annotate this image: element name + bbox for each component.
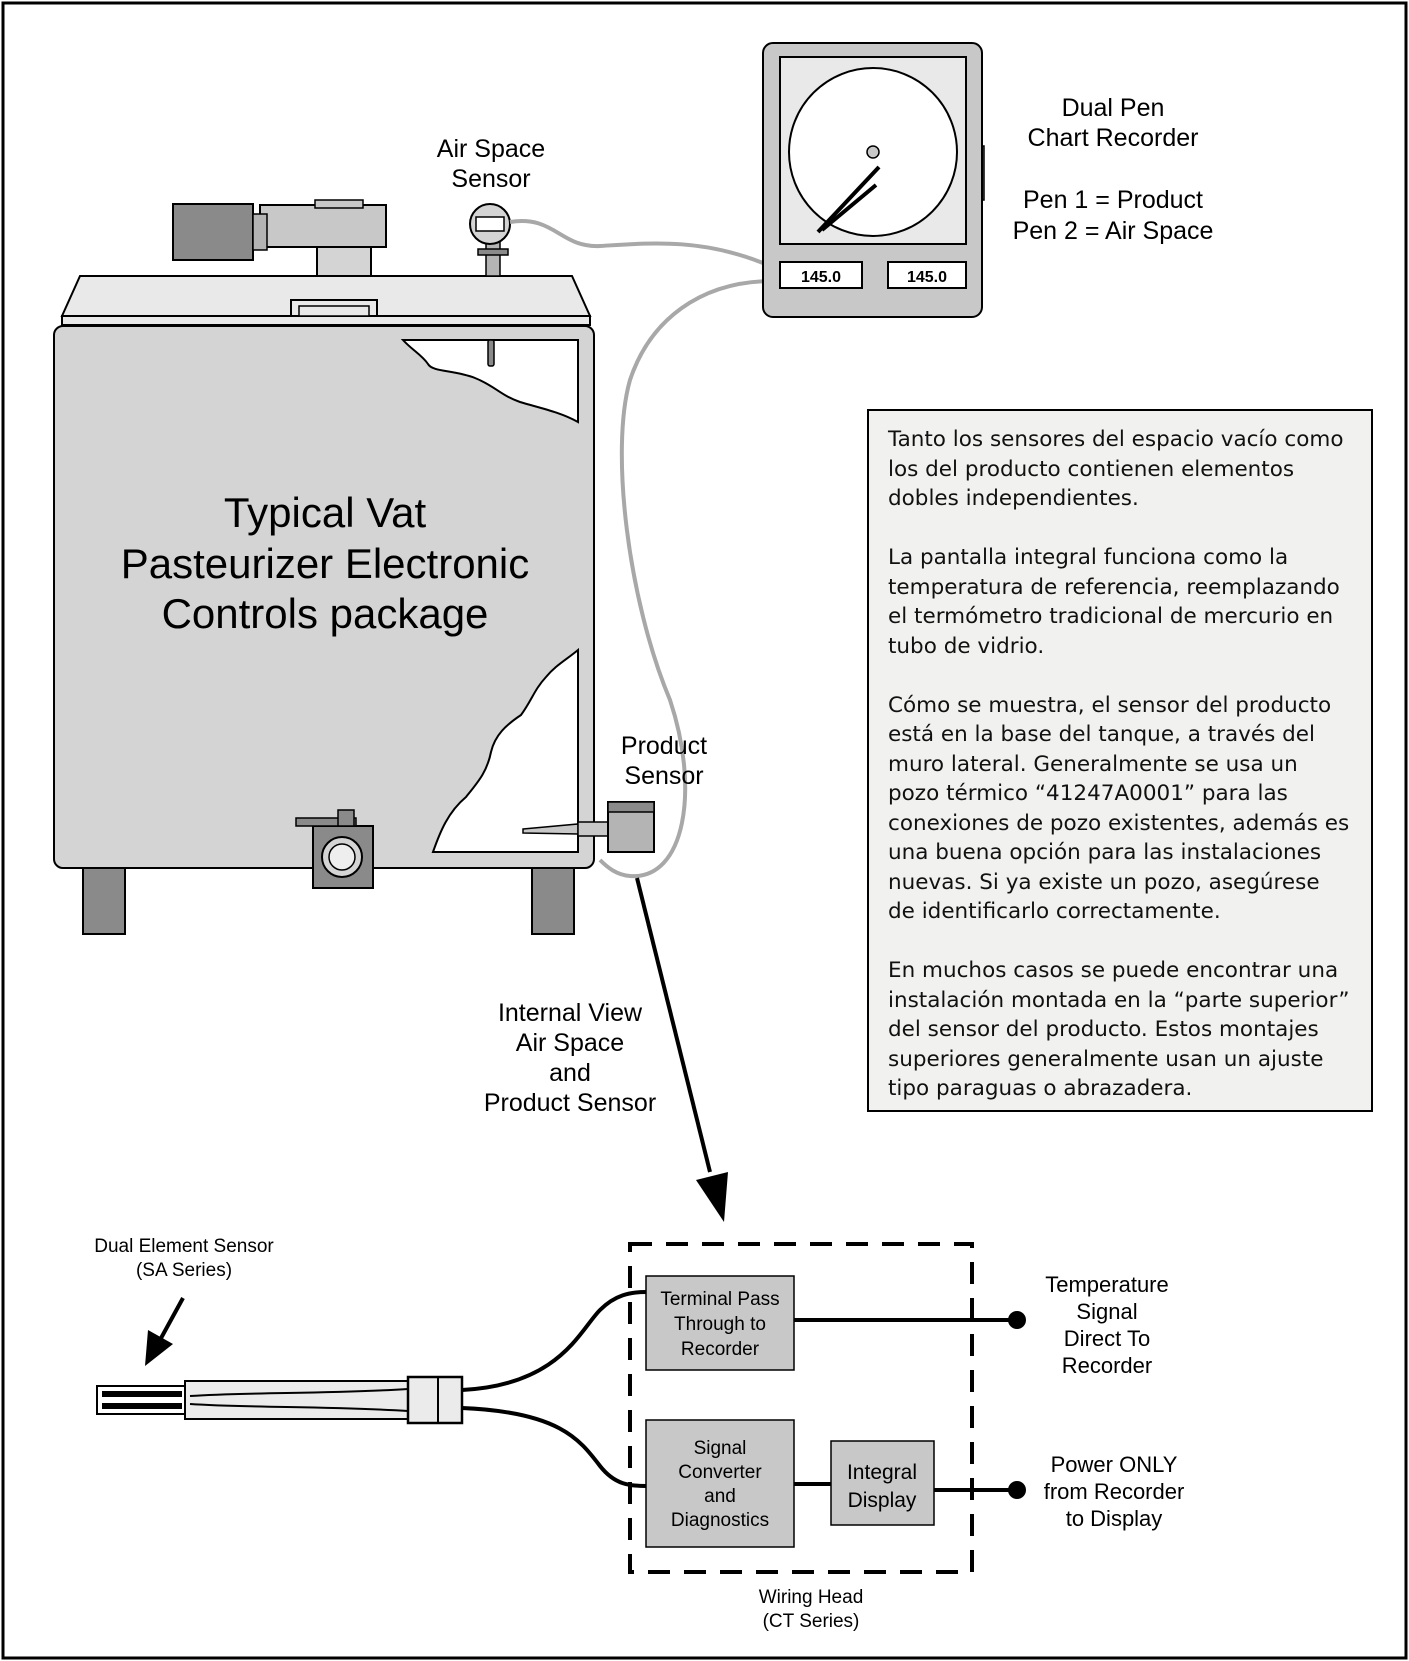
product-sensor-label-1: Product [621, 732, 707, 760]
recorder-title-1: Dual Pen [1062, 94, 1165, 122]
pen2-label: Pen 2 = Air Space [1013, 217, 1214, 245]
air-space-probe-tip [487, 339, 495, 367]
cutaway-bottom [431, 647, 579, 853]
power-terminal [1008, 1481, 1026, 1499]
wire-to-converter [461, 1406, 647, 1488]
display-label-1: Integral [847, 1461, 917, 1484]
display-right-value: 145.0 [907, 269, 947, 286]
recorder-title-2: Chart Recorder [1028, 124, 1199, 152]
cable-air-space [509, 219, 764, 265]
temp-signal-label-3: Direct To [1064, 1326, 1150, 1351]
agitator-gearbox [259, 204, 387, 248]
internal-view-label-2: Air Space [516, 1029, 624, 1057]
cable-product [598, 279, 771, 879]
display-left [779, 261, 863, 289]
terminal-label-1: Terminal Pass [660, 1289, 779, 1310]
pen-1 [816, 165, 881, 234]
note-paragraph: La pantalla integral funciona como la te… [888, 545, 1340, 659]
note-paragraph: Tanto los sensores del espacio vacío com… [888, 427, 1344, 511]
temp-signal-terminal [1008, 1311, 1026, 1329]
notes-box: Tanto los sensores del espacio vacío com… [867, 409, 1373, 1112]
display-label-2: Display [848, 1489, 917, 1512]
power-label-1: Power ONLY [1051, 1452, 1178, 1477]
agitator-motor [172, 203, 254, 261]
air-space-sensor [469, 203, 511, 277]
product-sensor-label-2: Sensor [624, 762, 703, 790]
power-label-3: to Display [1066, 1506, 1163, 1531]
temp-signal-label-2: Signal [1076, 1299, 1137, 1324]
terminal-label-3: Recorder [681, 1339, 760, 1360]
converter-label-4: Diagnostics [671, 1510, 769, 1531]
internal-view-arrow [635, 877, 712, 1173]
display-block [830, 1440, 935, 1526]
internal-view-label-1: Internal View [498, 999, 643, 1027]
cutaway-top [400, 339, 579, 424]
vat-title-2: Pasteurizer Electronic [121, 540, 530, 587]
power-label-2: from Recorder [1044, 1479, 1185, 1504]
wiring-head-outline [628, 1242, 974, 1574]
terminal-label-2: Through to [674, 1314, 766, 1335]
dual-element-sensor [96, 1375, 464, 1425]
note-paragraph: Cómo se muestra, el sensor del producto … [888, 692, 1350, 925]
temp-signal-label-1: Temperature [1045, 1272, 1169, 1297]
converter-label-1: Signal [694, 1438, 747, 1459]
display-right [887, 261, 967, 289]
converter-block [645, 1419, 795, 1548]
vat-leg-left [82, 863, 126, 935]
dual-element-label-2: (SA Series) [136, 1260, 232, 1281]
vat-tank [53, 199, 655, 935]
terminal-block [645, 1275, 795, 1371]
chart-hub [866, 145, 880, 159]
pen-2 [820, 183, 878, 232]
wire-to-terminal [461, 1290, 647, 1392]
vat-title-1: Typical Vat [224, 489, 427, 536]
temp-signal-label-4: Recorder [1062, 1353, 1152, 1378]
wiring-head-label-2: (CT Series) [763, 1611, 860, 1632]
wiring-head-label-1: Wiring Head [759, 1587, 864, 1608]
dual-element-arrow [158, 1297, 185, 1341]
vat-leg-right [531, 863, 575, 935]
air-space-label-2: Sensor [451, 165, 530, 193]
air-space-label-1: Air Space [437, 135, 545, 163]
converter-label-3: and [704, 1486, 736, 1507]
chart-recorder: 145.0 145.0 [762, 42, 985, 318]
converter-label-2: Converter [678, 1462, 762, 1483]
display-left-value: 145.0 [801, 269, 841, 286]
internal-view-label-4: Product Sensor [484, 1089, 656, 1117]
pen1-label: Pen 1 = Product [1023, 186, 1203, 214]
dual-element-label-1: Dual Element Sensor [94, 1236, 274, 1257]
note-paragraph: En muchos casos se puede encontrar una i… [888, 958, 1350, 1101]
internal-view-label-3: and [549, 1059, 591, 1087]
vat-title-3: Controls package [162, 590, 489, 637]
vat-rim [61, 315, 591, 326]
